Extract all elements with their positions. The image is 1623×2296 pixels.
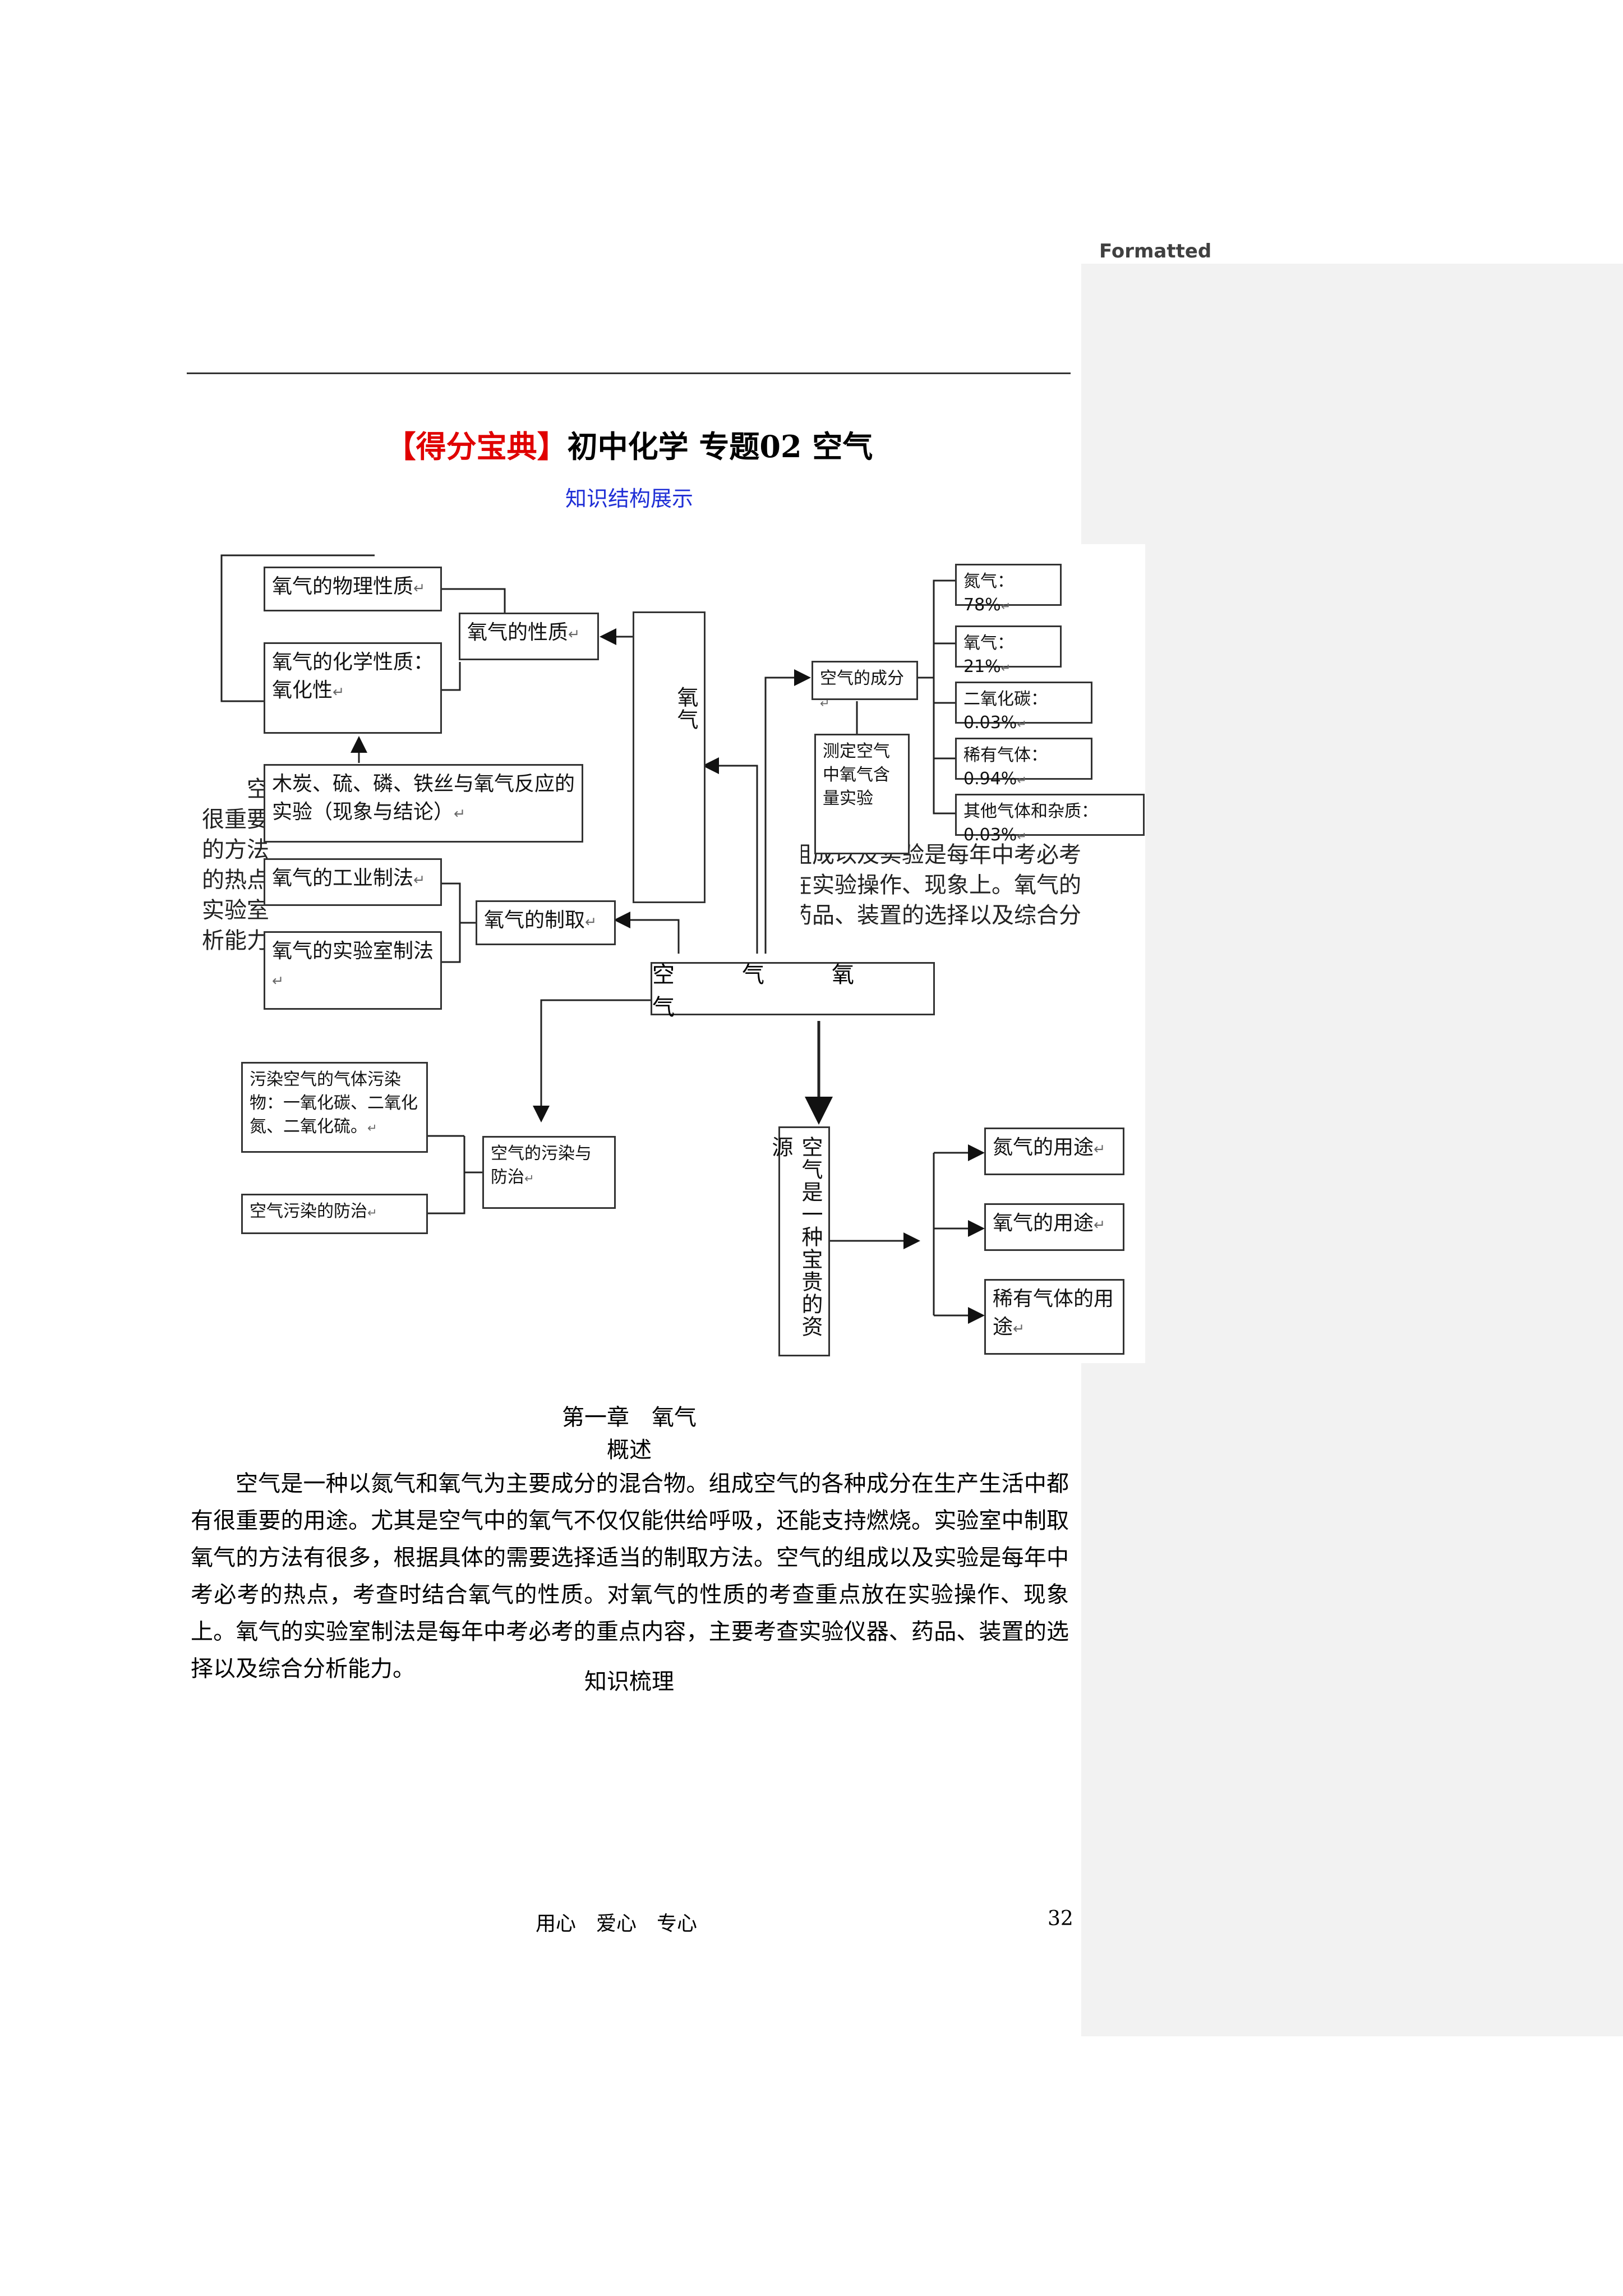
- title-text: 初中化学 专题02 空气: [567, 429, 873, 464]
- chapter-heading: 第一章 氧气: [562, 1405, 697, 1430]
- page-number: 32: [1048, 1907, 1073, 1930]
- node-air-composition: 空气的成分↵: [811, 661, 918, 710]
- node-oxygen-preparation: 氧气的制取↵: [476, 900, 616, 945]
- node-noble-gas-use: 稀有气体的用途↵: [984, 1279, 1124, 1355]
- node-nitrogen-percent: 氮气：78%↵: [955, 564, 1062, 615]
- knowledge-heading: 知识梳理: [584, 1669, 674, 1695]
- node-oxygen-use: 氧气的用途↵: [984, 1203, 1124, 1251]
- overview-heading: 概述: [607, 1437, 652, 1463]
- node-other-gases-percent: 其他气体和杂质：0.03%↵: [955, 794, 1145, 845]
- node-air-pollutants: 污染空气的气体污染物：一氧化碳、二氧化氮、二氧化硫。↵: [241, 1062, 428, 1153]
- node-co2-percent: 二氧化碳：0.03%↵: [955, 682, 1092, 733]
- node-noble-gas-percent: 稀有气体：0.94%↵: [955, 738, 1092, 789]
- node-pollution-and-prevention: 空气的污染与防治↵: [482, 1136, 616, 1209]
- node-air-oxygen-center: 空 气 氧 气: [651, 962, 935, 1020]
- node-oxygen-lab-method: 氧气的实验室制法↵: [264, 931, 442, 1010]
- node-oxygen-vertical: 氧气: [633, 611, 706, 903]
- node-oxygen-industrial-method: 氧气的工业制法↵: [264, 858, 442, 906]
- node-oxygen-properties: 氧气的性质↵: [459, 613, 599, 660]
- footer-motto: 用心 爱心 专心: [536, 1912, 698, 1935]
- document-title: 【得分宝典】初中化学 专题02 空气: [0, 422, 1258, 466]
- comment-pane-label: Formatted: [1099, 240, 1212, 263]
- node-measure-oxygen-experiment: 测定空气中氧气含量实验: [814, 734, 910, 854]
- bleed-text-left: 空 很重要 的方法 的热点 实验室 析能力: [202, 776, 269, 954]
- document-subtitle: 知识结构展示: [565, 486, 693, 511]
- node-air-precious-resource: 空气是一种宝贵的资源: [768, 1126, 830, 1356]
- node-oxygen-chemical-property: 氧气的化学性质：氧化性↵: [264, 642, 442, 734]
- node-pollution-prevention: 空气污染的防治↵: [241, 1194, 428, 1234]
- header-rule: [187, 372, 1071, 374]
- overview-paragraph: 空气是一种以氮气和氧气为主要成分的混合物。组成空气的各种成分在生产生活中都有很重…: [191, 1471, 1069, 1682]
- node-combustion-experiments: 木炭、硫、磷、铁丝与氧气反应的实验（现象与结论）↵: [264, 764, 583, 843]
- comment-pane: [1081, 264, 1623, 2036]
- node-oxygen-physical-property: 氧气的物理性质↵: [264, 567, 442, 611]
- title-brand: 【得分宝典】: [385, 429, 568, 464]
- node-nitrogen-use: 氮气的用途↵: [984, 1128, 1124, 1175]
- node-oxygen-percent: 氧气：21%↵: [955, 625, 1062, 677]
